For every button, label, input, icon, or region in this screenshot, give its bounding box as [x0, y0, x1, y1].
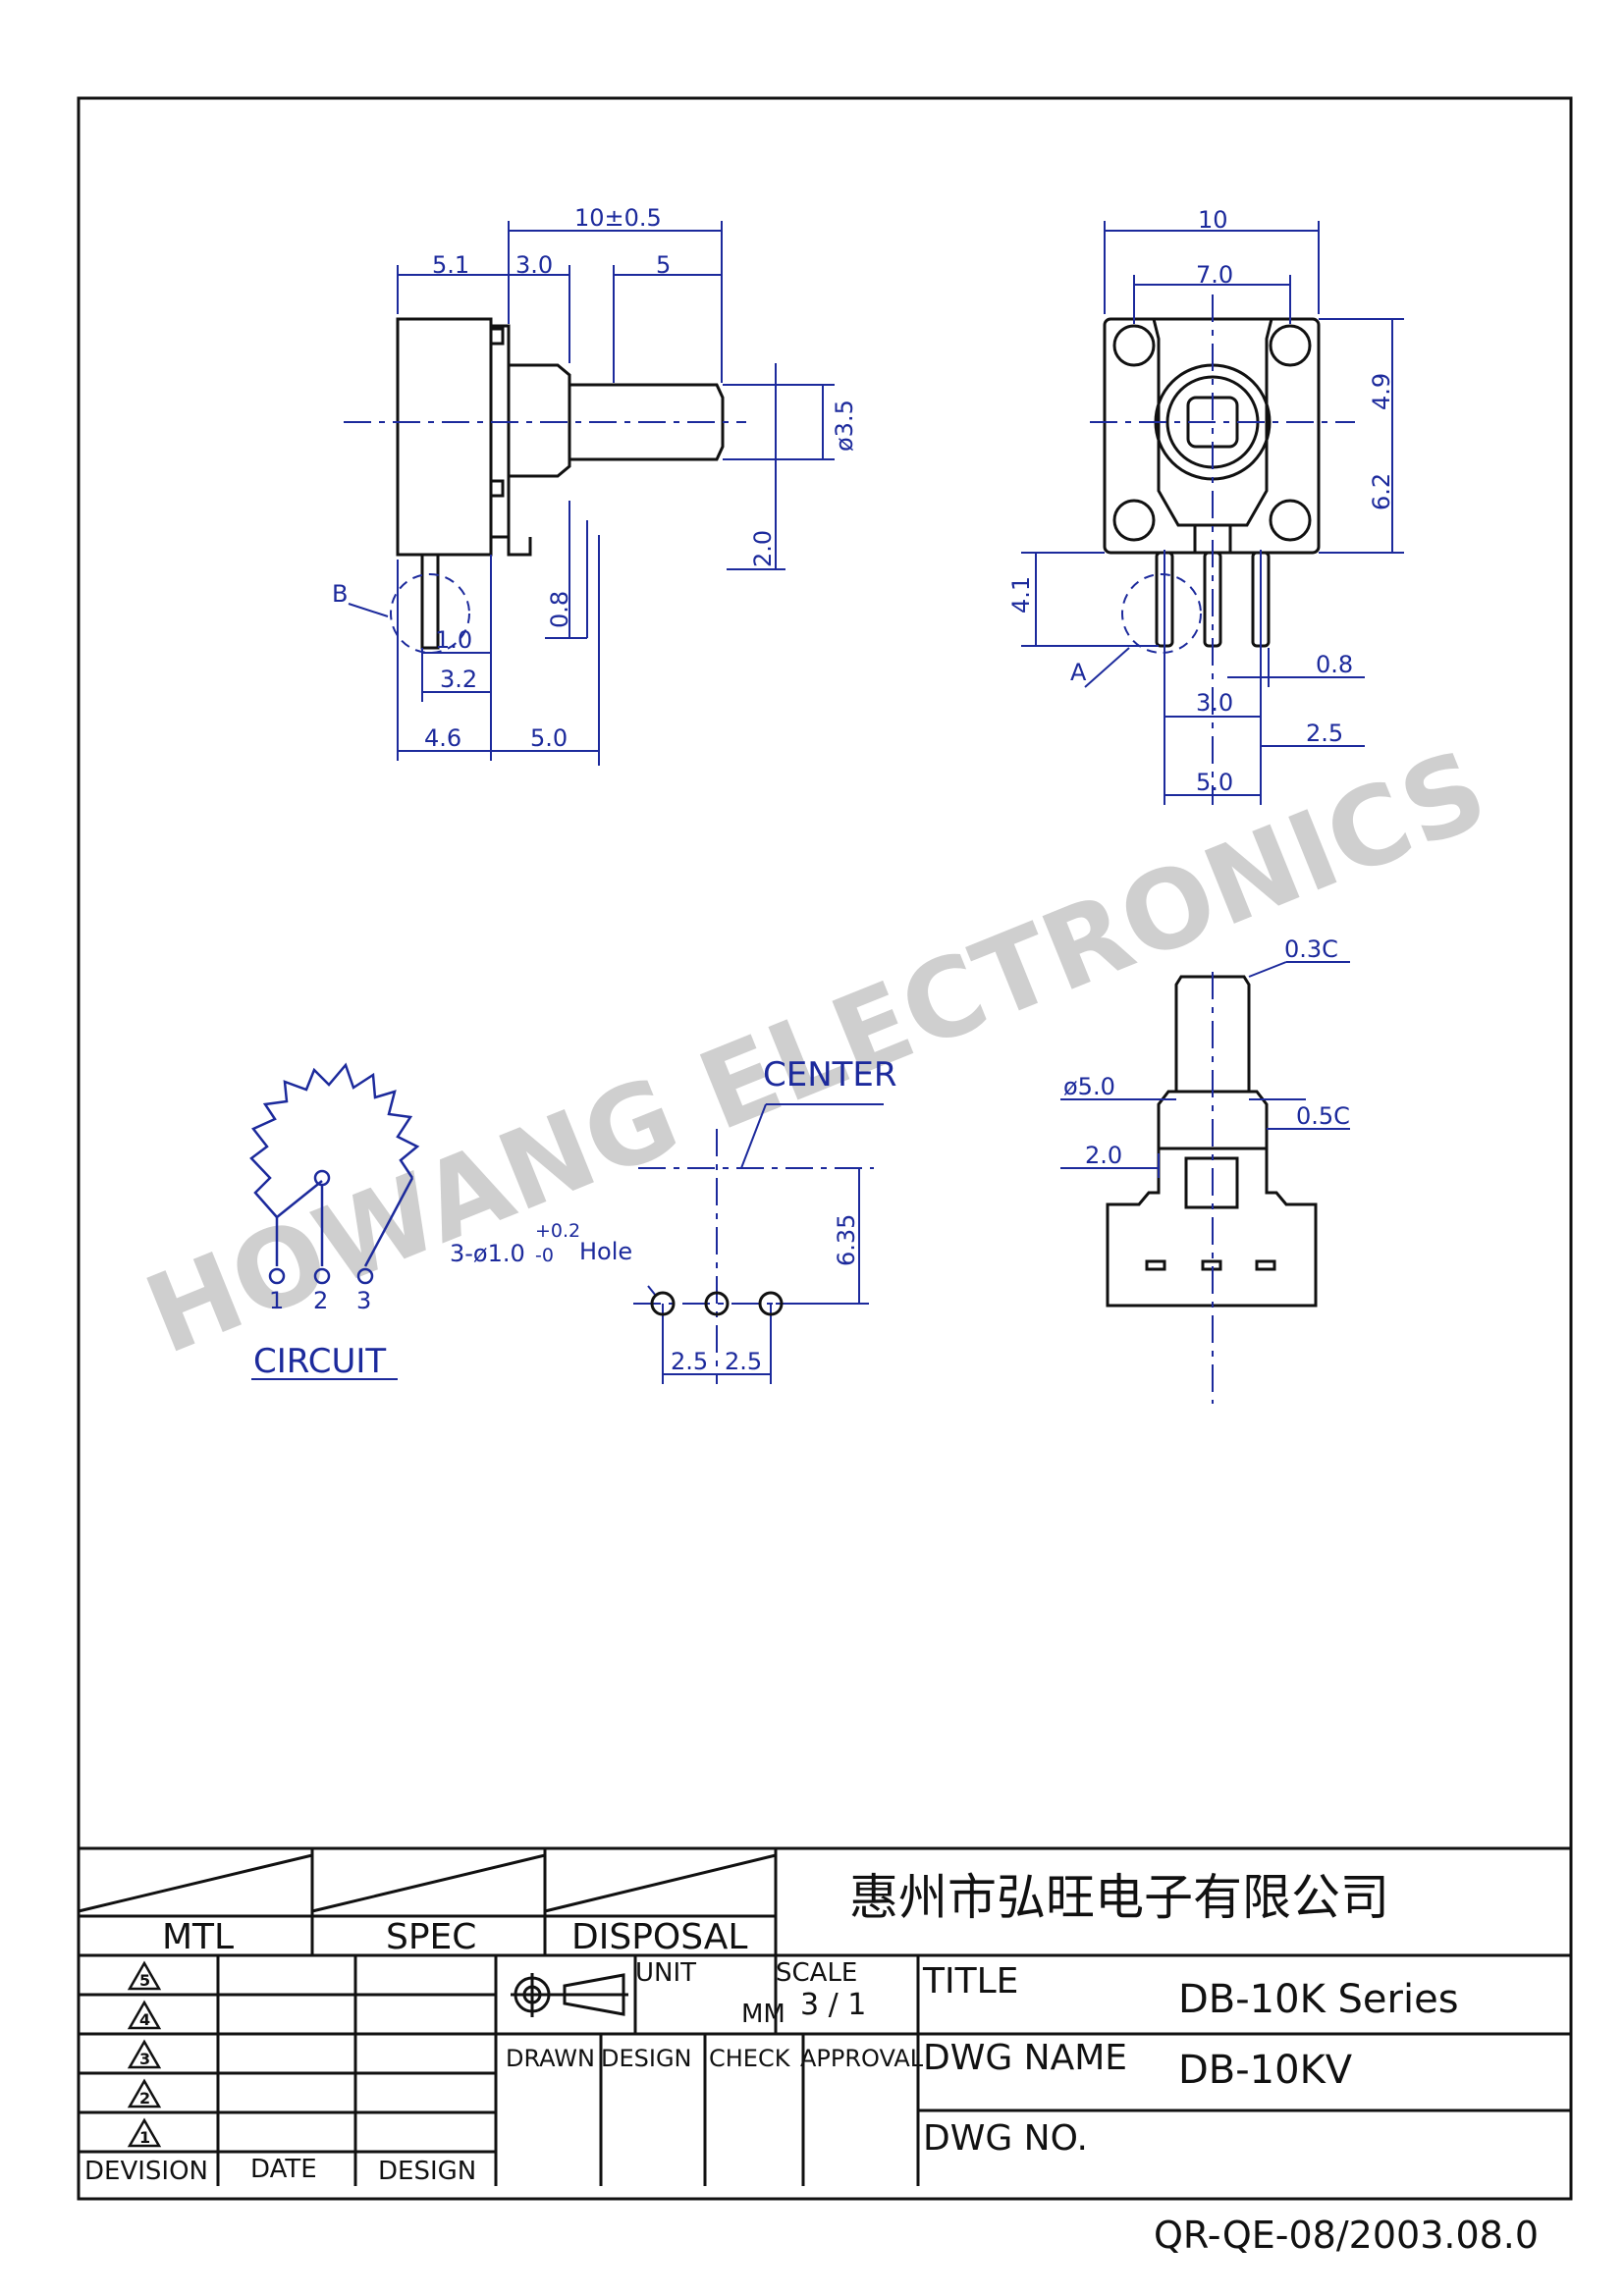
dim-pin-t: 0.8 [1316, 651, 1353, 678]
revision-header: DEVISION [84, 2157, 208, 2186]
title-value: DB-10K Series [1178, 1977, 1459, 2022]
dim-hole-spacing: 7.0 [1196, 261, 1233, 289]
scale-value: 3 / 1 [800, 1988, 866, 2022]
circuit-pin-3: 3 [356, 1287, 371, 1314]
dim-pin-h: 2.0 [749, 530, 777, 567]
mtl-label: MTL [162, 1917, 234, 1957]
dim-chamfer-mid: 0.5C [1296, 1102, 1350, 1130]
circuit-pin-2: 2 [313, 1287, 328, 1314]
unit-value: MM [741, 2000, 785, 2029]
revision-num-4: 4 [139, 2010, 150, 2029]
dim-base-w: 5.0 [1196, 769, 1233, 796]
dim-total-len: 10±0.5 [574, 204, 662, 232]
revision-triangle-4 [127, 2000, 162, 2030]
company-name: 惠州市弘旺电子有限公司 [849, 1869, 1389, 1926]
dim-pin-pitch: 3.0 [1196, 689, 1233, 717]
dim-bushing-w: 3.0 [515, 251, 553, 279]
side-view [396, 317, 725, 650]
hole-spec-main: 3-ø1.0 [450, 1240, 525, 1267]
title-label: TITLE [922, 1961, 1018, 2002]
unit-label: UNIT [635, 1958, 696, 1988]
dim-pin-off: 2.5 [1306, 720, 1343, 747]
detail-label-a: A [1070, 659, 1087, 686]
dim-base-l: 4.6 [424, 724, 461, 752]
center-label: CENTER [763, 1055, 897, 1095]
side-flange [489, 324, 511, 539]
hole-tol-plus: +0.2 [535, 1220, 580, 1242]
dim-pin-tab: 1.0 [435, 626, 472, 654]
check-label: CHECK [709, 2045, 791, 2072]
dim-pitch-left: 2.5 [671, 1348, 708, 1375]
design-label: DESIGN [601, 2045, 692, 2072]
dim-pin-len: 4.1 [1007, 576, 1035, 614]
detail-label-b: B [332, 580, 348, 608]
scale-label: SCALE [776, 1958, 857, 1988]
dim-shaft-dia: ø3.5 [831, 400, 858, 452]
hole-3 [758, 1291, 784, 1316]
hole-2 [704, 1291, 730, 1316]
dwg-no-label: DWG NO. [923, 2118, 1088, 2159]
approval-label: APPROVAL [800, 2045, 924, 2072]
disposal-label: DISPOSAL [571, 1917, 747, 1957]
revision-num-5: 5 [139, 1971, 150, 1990]
dim-hole-height: 6.35 [833, 1214, 860, 1266]
drawing-frame [77, 96, 1573, 2201]
hole-word: Hole [579, 1238, 632, 1265]
revision-num-2: 2 [139, 2089, 150, 2108]
hole-1 [650, 1291, 676, 1316]
dim-bot-h: 6.2 [1368, 473, 1395, 510]
dim-chamfer-top: 0.3C [1284, 935, 1338, 963]
revision-triangle-2 [127, 2078, 162, 2109]
circuit-pin-1: 1 [269, 1287, 284, 1314]
circuit-symbol [249, 1062, 420, 1285]
dwg-name-label: DWG NAME [923, 2038, 1127, 2078]
form-code: QR-QE-08/2003.08.0 [1154, 2214, 1539, 2257]
revision-num-3: 3 [139, 2050, 150, 2068]
shaft-view [1106, 975, 1318, 1308]
dim-pin-spacing: 3.2 [440, 666, 477, 693]
dim-top-h: 4.9 [1368, 373, 1395, 410]
circuit-label: CIRCUIT [253, 1342, 386, 1381]
dim-pitch-right: 2.5 [725, 1348, 762, 1375]
dim-front-width: 10 [1198, 206, 1228, 234]
side-pin [420, 553, 440, 650]
date-header: DATE [250, 2155, 317, 2184]
spec-label: SPEC [386, 1917, 476, 1957]
dim-shaft-dia-5: ø5.0 [1063, 1073, 1115, 1100]
revision-num-1: 1 [139, 2128, 150, 2147]
revision-triangle-1 [127, 2117, 162, 2148]
dim-collar: 2.0 [1085, 1142, 1122, 1169]
drawn-label: DRAWN [506, 2045, 595, 2072]
revision-triangle-5 [127, 1960, 162, 1991]
design-header: DESIGN [378, 2157, 476, 2186]
watermark: HOWANG ELECTRONICS [130, 726, 1503, 1379]
dim-pin-w: 0.8 [546, 591, 573, 628]
dim-base-r: 5.0 [530, 724, 568, 752]
side-body [396, 317, 493, 557]
title-block [78, 1846, 1571, 2186]
hole-tol-minus: -0 [535, 1245, 554, 1266]
dim-shaft-w: 5 [656, 251, 671, 279]
revision-triangle-3 [127, 2039, 162, 2069]
dim-body-w: 5.1 [432, 251, 469, 279]
dwg-name-value: DB-10KV [1178, 2048, 1353, 2093]
